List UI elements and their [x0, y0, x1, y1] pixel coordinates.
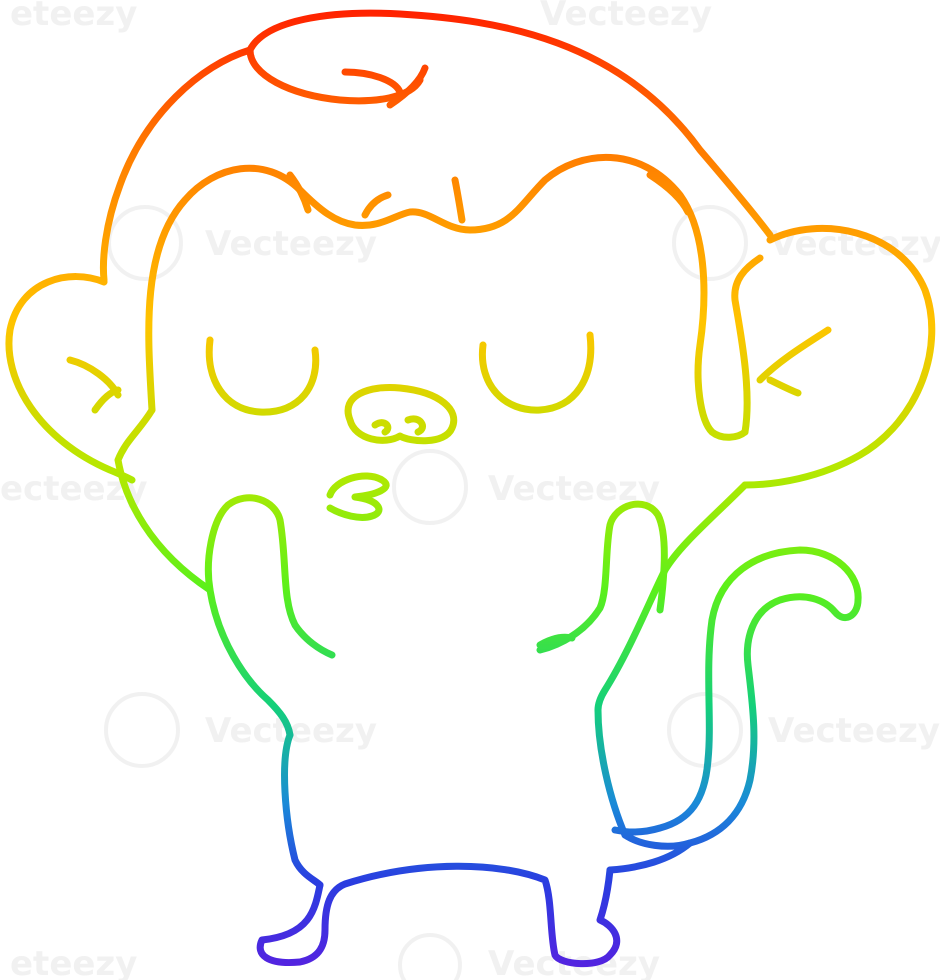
- right-hand: [536, 500, 668, 654]
- watermark-logo-icon: [672, 205, 748, 281]
- left-eye-closed: [205, 336, 320, 416]
- watermark-logo-icon: [398, 933, 462, 980]
- watermark-logo-icon: [392, 449, 468, 525]
- right-eye-closed: [478, 331, 595, 414]
- right-arm-outer: [594, 481, 749, 714]
- nostril-left: [371, 419, 392, 436]
- watermark-text: Vecteezy: [540, 0, 712, 34]
- brow-line-4: [646, 171, 692, 216]
- watermark-text: eteezy: [10, 944, 137, 980]
- left-ear: [5, 273, 136, 484]
- head-outline: [246, 9, 774, 239]
- brow-line-2: [361, 191, 392, 219]
- tail-base: [606, 839, 694, 874]
- mouth: [326, 472, 390, 521]
- hair-curl-2: [386, 64, 429, 109]
- watermark-text: Vecteezy: [205, 224, 377, 264]
- body-left: [281, 731, 324, 889]
- face-right-edge: [731, 254, 764, 436]
- watermark-logo-icon: [107, 205, 183, 281]
- face-lower-left: [114, 406, 214, 594]
- right-ear-inner: [756, 326, 832, 384]
- hair-curl: [341, 68, 404, 96]
- watermark-logo-icon: [104, 692, 180, 768]
- tail: [611, 546, 862, 850]
- left-arm-outer: [206, 586, 294, 739]
- monkey-drawing: [5, 9, 936, 968]
- face-mask: [145, 154, 749, 441]
- brow-line-3: [451, 176, 466, 224]
- left-leg: [256, 862, 621, 968]
- body-right: [594, 706, 629, 839]
- watermark-text: eteezy: [10, 0, 137, 34]
- right-ear-inner-2: [766, 376, 802, 397]
- hair-tuft: [246, 46, 424, 105]
- head-left-side: [99, 46, 254, 284]
- right-ear: [741, 225, 936, 489]
- brow-line-1: [286, 171, 312, 214]
- nose: [344, 383, 458, 445]
- left-hand: [204, 494, 336, 659]
- left-ear-inner-2: [91, 386, 122, 414]
- nostril-right: [404, 415, 426, 436]
- watermark-text: Vecteezy: [768, 711, 940, 751]
- right-hand-inner: [536, 633, 576, 649]
